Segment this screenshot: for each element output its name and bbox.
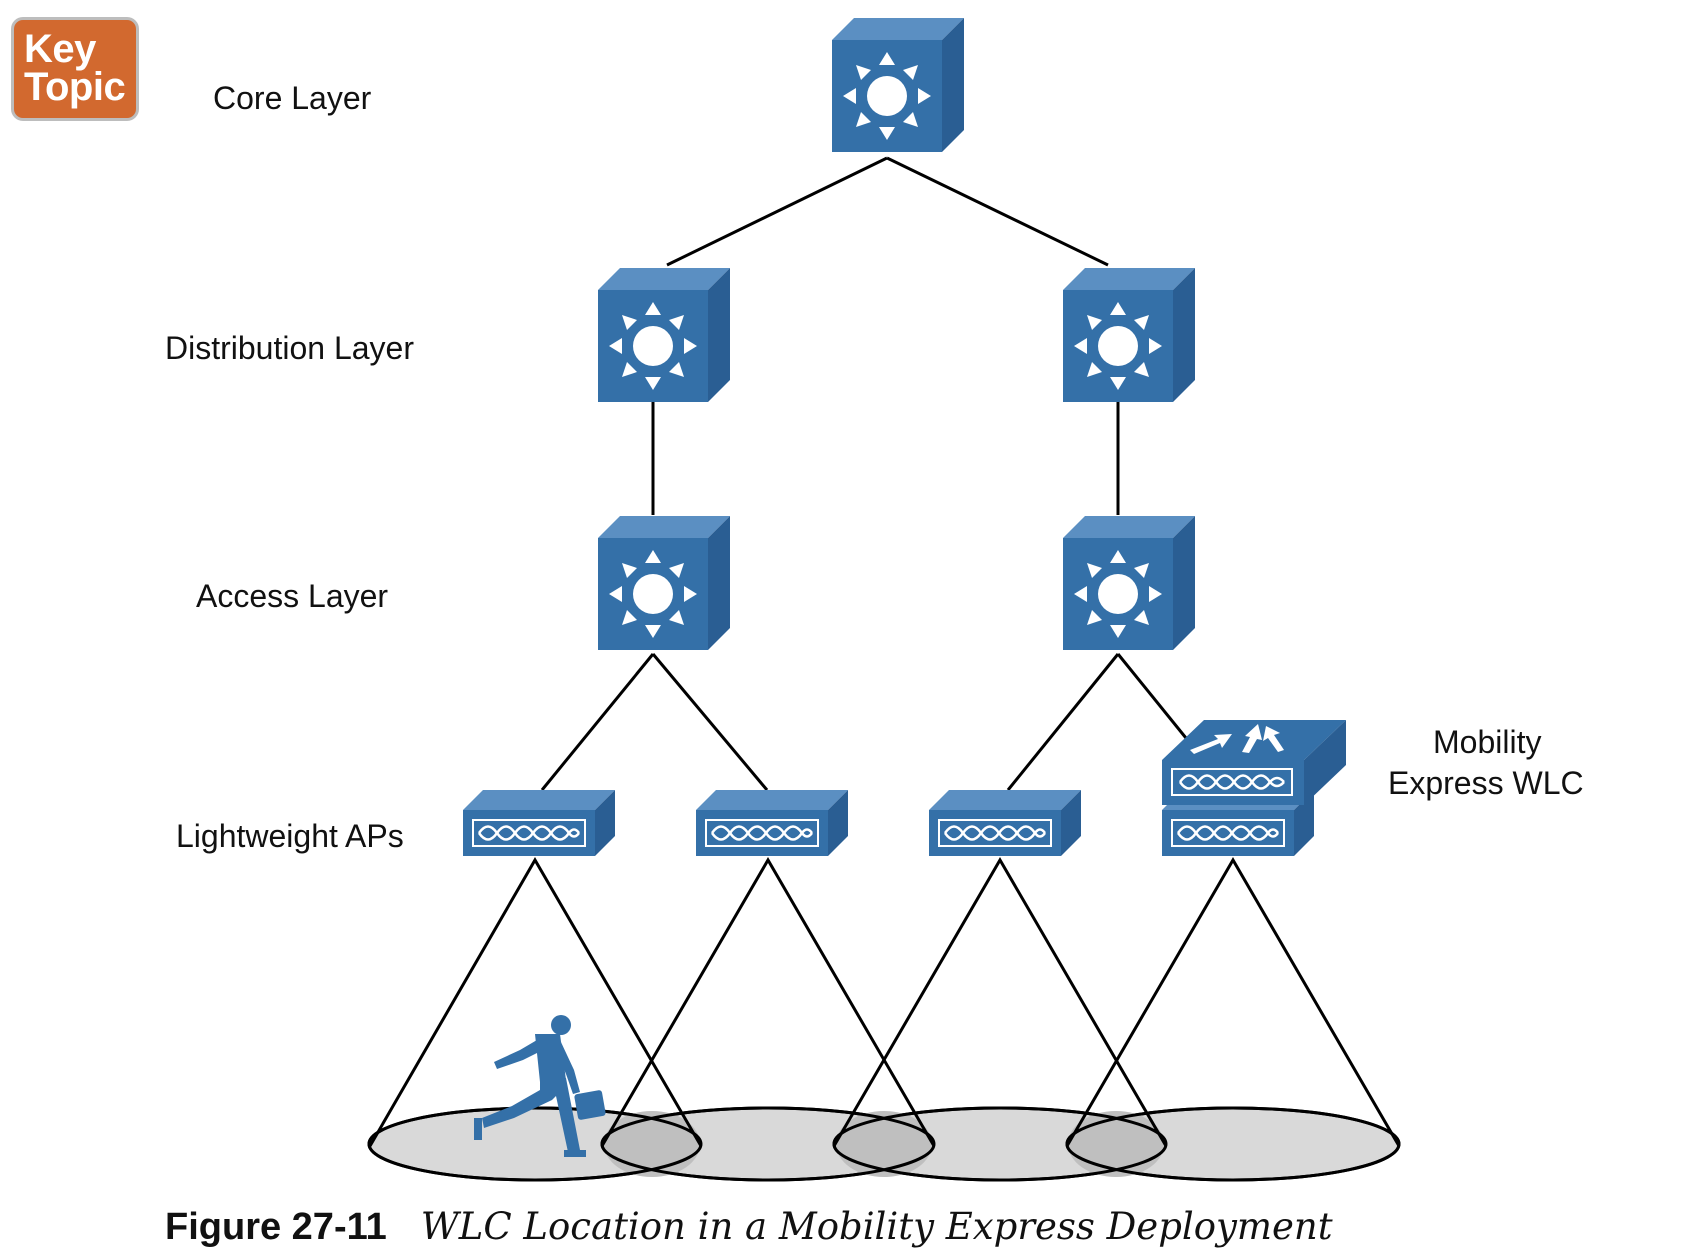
coverage-cone-3 (832, 857, 1168, 1147)
distribution-switch-right-icon (1063, 268, 1195, 402)
access-switch-right-icon (1063, 516, 1195, 650)
access-switch-left-icon (598, 516, 730, 650)
link-access-wlc (1116, 653, 1192, 744)
access-layer-label: Access Layer (196, 578, 389, 614)
wireless-lan-controller-icon (1162, 720, 1346, 805)
coverage-cone-4 (1065, 857, 1401, 1147)
core-switch-icon (832, 18, 964, 152)
running-businessman-icon (474, 1015, 606, 1157)
coverage-overlap-3 (1068, 1111, 1164, 1177)
distribution-layer-label: Distribution Layer (165, 330, 414, 366)
lightweight-aps-label: Lightweight APs (176, 818, 404, 854)
key-topic-line1: Key (24, 27, 96, 71)
coverage-cones (368, 857, 1401, 1147)
link-core-dist-right (886, 156, 1109, 267)
access-point-1-icon (461, 788, 617, 858)
link-access-ap1 (540, 653, 655, 791)
coverage-cone-2 (600, 857, 936, 1147)
mobility-label: Mobility (1433, 724, 1542, 760)
access-point-3-icon (927, 788, 1083, 858)
coverage-areas (367, 1106, 1401, 1182)
access-point-2-icon (694, 788, 850, 858)
figure-caption: Figure 27-11 WLC Location in a Mobility E… (165, 1205, 1333, 1249)
express-wlc-label: Express WLC (1388, 765, 1584, 801)
coverage-overlap-2 (836, 1111, 932, 1177)
network-links (540, 156, 1192, 791)
key-topic-line2: Topic (24, 65, 126, 109)
key-topic-badge: Key Topic (11, 17, 139, 121)
core-layer-label: Core Layer (213, 80, 372, 116)
link-core-dist-left (666, 156, 888, 267)
coverage-cone-1 (368, 857, 703, 1147)
figure-number: Figure 27-11 (165, 1206, 387, 1248)
coverage-overlap-1 (604, 1111, 700, 1177)
link-access-ap2 (651, 653, 769, 791)
distribution-switch-left-icon (598, 268, 730, 402)
link-access-ap3 (1006, 653, 1120, 791)
figure-title: WLC Location in a Mobility Express Deplo… (420, 1205, 1333, 1248)
